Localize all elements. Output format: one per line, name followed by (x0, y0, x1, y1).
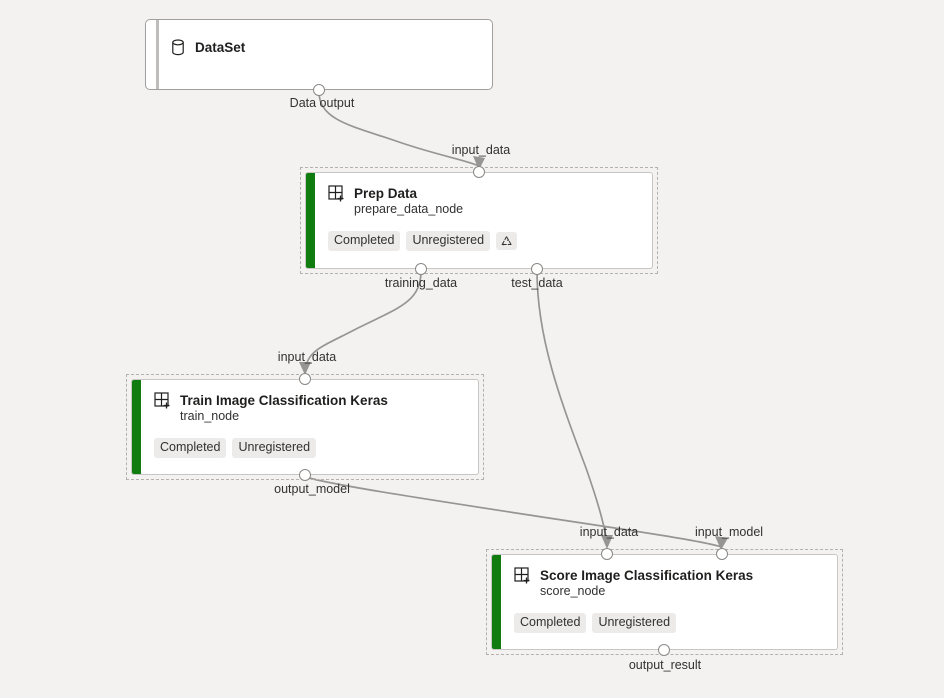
node-prep-data[interactable]: Prep Data prepare_data_node Completed Un… (300, 166, 658, 275)
port-label-input-data-prep: input_data (451, 143, 511, 157)
status-badge-completed: Completed (328, 230, 401, 252)
node-subtitle: score_node (540, 584, 606, 599)
node-badges: Completed Unregistered (154, 437, 468, 459)
node-body[interactable]: Prep Data prepare_data_node Completed Un… (305, 172, 653, 269)
node-content: Prep Data prepare_data_node Completed Un… (306, 173, 652, 268)
node-badges: Completed Unregistered (328, 230, 642, 252)
node-subtitle: train_node (180, 409, 240, 424)
port-label-output-result: output_result (628, 658, 702, 672)
port-label-test-data: test_data (511, 276, 563, 290)
port-output-test-data[interactable] (531, 263, 543, 275)
node-header: Train Image Classification Keras train_n… (154, 392, 468, 425)
port-output-training-data[interactable] (415, 263, 427, 275)
edge-path (304, 476, 723, 548)
node-title: Score Image Classification Keras (540, 568, 754, 583)
node-content: DataSet (146, 20, 492, 89)
port-label-input-data-train: input_data (277, 350, 337, 364)
node-score-image-classification-keras[interactable]: Score Image Classification Keras score_n… (486, 548, 843, 656)
port-output-output-model[interactable] (299, 469, 311, 481)
node-accent-bar (306, 173, 315, 268)
status-badge-unregistered: Unregistered (232, 437, 317, 459)
edge-train-to-score-model (304, 476, 728, 550)
port-input-input-model[interactable] (716, 548, 728, 560)
node-title: Train Image Classification Keras (180, 393, 388, 408)
port-output-output-result[interactable] (658, 644, 670, 656)
node-body[interactable]: DataSet (145, 19, 493, 90)
node-dataset[interactable]: DataSet (145, 19, 493, 96)
node-accent-bar (156, 20, 159, 89)
node-titles: Score Image Classification Keras score_n… (540, 567, 753, 600)
status-badge-completed: Completed (514, 612, 587, 634)
node-content: Train Image Classification Keras train_n… (132, 380, 478, 474)
node-title: Prep Data (354, 186, 418, 201)
status-badge-unregistered: Unregistered (592, 612, 677, 634)
database-cylinder-icon (170, 39, 186, 56)
status-badge-unregistered: Unregistered (406, 230, 491, 252)
module-grid-plus-icon (328, 185, 345, 202)
port-output-data-output[interactable] (313, 84, 325, 96)
node-header: Score Image Classification Keras score_n… (514, 567, 827, 600)
node-body[interactable]: Train Image Classification Keras train_n… (131, 379, 479, 475)
reuse-recycle-badge[interactable] (496, 232, 518, 251)
port-label-output-model: output_model (274, 482, 350, 496)
node-accent-bar (132, 380, 141, 474)
edge-path (536, 270, 608, 547)
port-input-input-data[interactable] (299, 373, 311, 385)
node-train-image-classification-keras[interactable]: Train Image Classification Keras train_n… (126, 373, 484, 481)
node-accent-bar (492, 555, 501, 649)
edge-prep-to-score-data (536, 270, 613, 549)
reuse-recycle-icon (500, 235, 513, 248)
node-subtitle: prepare_data_node (354, 202, 464, 217)
node-titles: DataSet (195, 39, 245, 56)
node-content: Score Image Classification Keras score_n… (492, 555, 837, 649)
status-badge-completed: Completed (154, 437, 227, 459)
node-badges: Completed Unregistered (514, 612, 827, 634)
node-title: DataSet (195, 40, 246, 55)
port-input-input-data[interactable] (601, 548, 613, 560)
node-titles: Train Image Classification Keras train_n… (180, 392, 388, 425)
port-label-input-data-score: input_data (579, 525, 639, 539)
node-body[interactable]: Score Image Classification Keras score_n… (491, 554, 838, 650)
module-grid-plus-icon (514, 567, 531, 584)
port-input-input-data[interactable] (473, 166, 485, 178)
port-label-training-data: training_data (384, 276, 458, 290)
node-header: DataSet (170, 39, 482, 56)
port-label-input-model-score: input_model (694, 525, 764, 539)
node-header: Prep Data prepare_data_node (328, 185, 642, 218)
node-titles: Prep Data prepare_data_node (354, 185, 463, 218)
module-grid-plus-icon (154, 392, 171, 409)
port-label-data-output: Data output (289, 96, 355, 110)
